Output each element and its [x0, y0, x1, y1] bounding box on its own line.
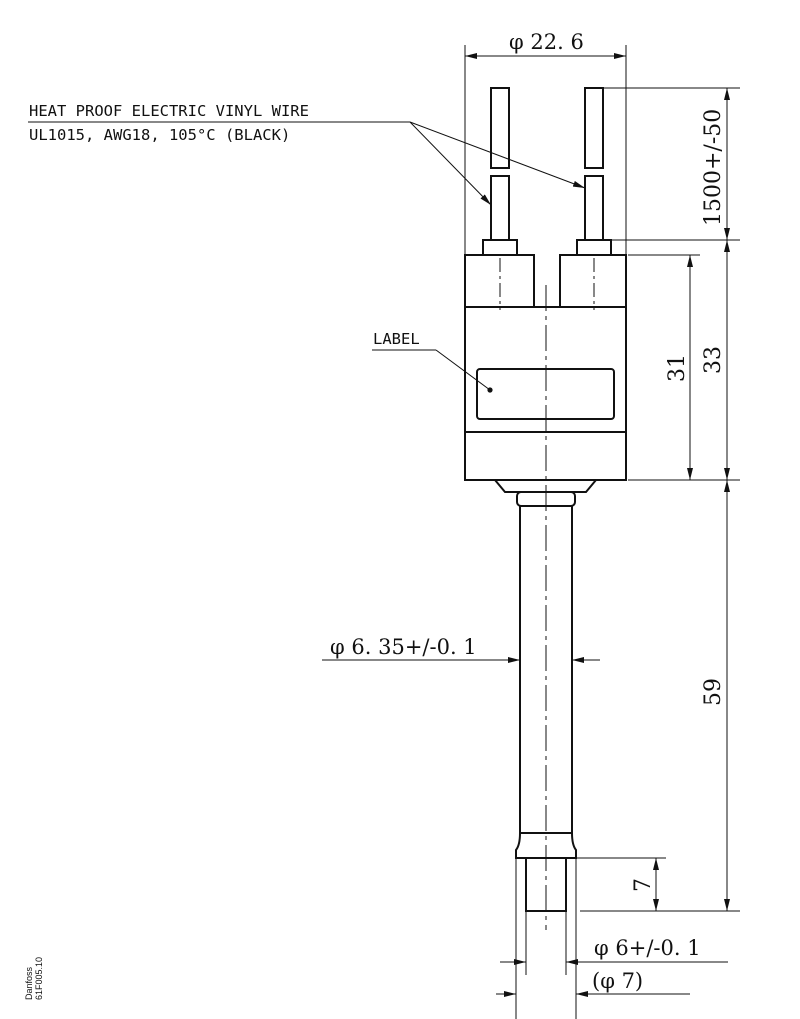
- body-height-inner-dim: 31: [665, 354, 690, 382]
- right-wire-collar: [576, 239, 612, 256]
- brand-label: Danfoss: [24, 966, 34, 1000]
- wire-note-line2: UL1015, AWG18, 105°C (BLACK): [29, 126, 290, 144]
- wire-length-dim: 1500+/-50: [701, 109, 726, 226]
- drawing-code: 61F005.10: [34, 957, 44, 1000]
- label-callout: LABEL: [373, 330, 420, 348]
- end-ref-diameter-dim: (φ 7): [592, 969, 643, 993]
- end-length-dim: 7: [631, 878, 656, 892]
- tube-length-dim: 59: [701, 678, 726, 706]
- left-wire-collar: [482, 239, 518, 256]
- tube-diameter-dim: φ 6. 35+/-0. 1: [330, 635, 477, 659]
- left-wire: [490, 87, 510, 241]
- right-terminal-block: [559, 254, 627, 308]
- wire-note-line1: HEAT PROOF ELECTRIC VINYL WIRE: [29, 102, 309, 120]
- body-diameter-dim: φ 22. 6: [509, 30, 584, 54]
- right-wire: [584, 87, 604, 241]
- end-diameter-dim: φ 6+/-0. 1: [594, 936, 701, 960]
- body-height-outer-dim: 33: [701, 346, 726, 374]
